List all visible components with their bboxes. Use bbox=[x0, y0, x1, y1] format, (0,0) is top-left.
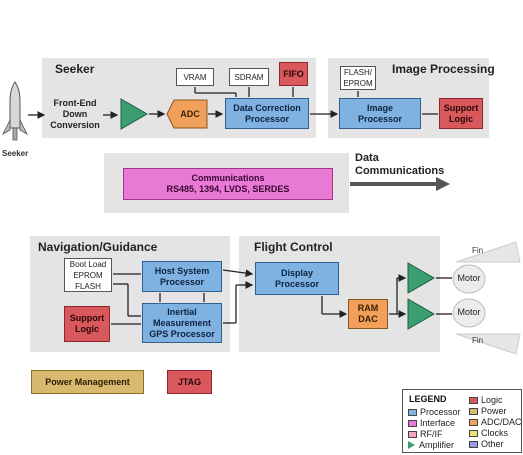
legend-item-interface: Interface bbox=[408, 418, 455, 428]
motor-label-2: Motor bbox=[457, 306, 481, 317]
legend-item-logic: Logic bbox=[469, 395, 503, 405]
fin-label-1: Fin bbox=[472, 246, 484, 255]
flash-eprom-box: FLASH/ EPROM bbox=[340, 66, 376, 90]
amplifier-triangle-seeker bbox=[120, 98, 148, 130]
adc-label: ADC bbox=[180, 108, 200, 119]
legend-item-adcdac: ADC/DAC bbox=[469, 417, 522, 427]
legend-label-adcdac: ADC/DAC bbox=[481, 417, 522, 427]
legend-label-processor: Processor bbox=[420, 407, 461, 417]
legend: LEGEND Processor Interface RF/IF Amplifi… bbox=[402, 389, 522, 453]
legend-swatch-clocks bbox=[469, 429, 478, 437]
legend-swatch-adcdac bbox=[469, 418, 478, 426]
legend-label-amplifier: Amplifier bbox=[419, 440, 455, 450]
front-end-down-conversion: Front-End Down Conversion bbox=[50, 97, 100, 130]
legend-label-clocks: Clocks bbox=[481, 428, 509, 438]
motor-icon-2 bbox=[452, 298, 486, 328]
sdram-box: SDRAM bbox=[229, 68, 269, 86]
seeker-panel-title: Seeker bbox=[55, 62, 95, 76]
legend-swatch-logic bbox=[469, 396, 478, 404]
legend-swatch-other bbox=[469, 440, 478, 448]
legend-label-logic: Logic bbox=[481, 395, 503, 405]
communications-box: Communications RS485, 1394, LVDS, SERDES bbox=[123, 168, 333, 200]
legend-swatch-power bbox=[469, 407, 478, 415]
flight-control-title: Flight Control bbox=[254, 240, 333, 254]
legend-swatch-interface bbox=[408, 419, 417, 427]
fin-label-2: Fin bbox=[472, 336, 484, 345]
seeker-caption: Seeker bbox=[2, 149, 29, 158]
navigation-title: Navigation/Guidance bbox=[38, 240, 158, 254]
vram-box: VRAM bbox=[176, 68, 214, 86]
data-correction-processor: Data Correction Processor bbox=[225, 98, 309, 129]
motor-label-1: Motor bbox=[457, 272, 481, 283]
legend-item-processor: Processor bbox=[408, 407, 461, 417]
missile-icon bbox=[2, 81, 28, 141]
adc-shape bbox=[166, 99, 208, 129]
legend-label-rfif: RF/IF bbox=[420, 429, 443, 439]
inertial-measurement-gps-processor: Inertial Measurement GPS Processor bbox=[142, 303, 222, 343]
legend-swatch-rfif bbox=[408, 430, 417, 438]
support-logic-image: Support Logic bbox=[439, 98, 483, 129]
legend-label-power: Power bbox=[481, 406, 507, 416]
data-communications-label: Data Communications bbox=[355, 152, 445, 177]
fin-icon-1 bbox=[456, 241, 521, 263]
legend-swatch-processor bbox=[408, 408, 417, 416]
legend-label-interface: Interface bbox=[420, 418, 456, 428]
legend-title: LEGEND bbox=[409, 394, 447, 404]
amplifier-triangle-motor-1 bbox=[407, 262, 435, 294]
fin-icon-2 bbox=[456, 333, 521, 355]
host-system-processor: Host System Processor bbox=[142, 261, 222, 292]
legend-amplifier-icon bbox=[408, 441, 415, 449]
power-management-box: Power Management bbox=[31, 370, 144, 394]
legend-item-rfif: RF/IF bbox=[408, 429, 443, 439]
motor-icon-1 bbox=[452, 264, 486, 294]
fifo-box: FIFO bbox=[279, 62, 308, 86]
support-logic-nav: Support Logic bbox=[64, 306, 110, 342]
display-processor: Display Processor bbox=[255, 262, 339, 295]
legend-item-clocks: Clocks bbox=[469, 428, 508, 438]
legend-item-power: Power bbox=[469, 406, 507, 416]
legend-item-other: Other bbox=[469, 439, 504, 449]
amplifier-triangle-motor-2 bbox=[407, 298, 435, 330]
image-processing-title: Image Processing bbox=[392, 62, 495, 76]
legend-item-amplifier: Amplifier bbox=[408, 440, 454, 450]
ram-dac-box: RAM DAC bbox=[348, 299, 388, 329]
image-processor: Image Processor bbox=[339, 98, 421, 129]
boot-load-box: Boot Load EPROM FLASH bbox=[64, 258, 112, 292]
jtag-box: JTAG bbox=[167, 370, 212, 394]
legend-label-other: Other bbox=[481, 439, 504, 449]
